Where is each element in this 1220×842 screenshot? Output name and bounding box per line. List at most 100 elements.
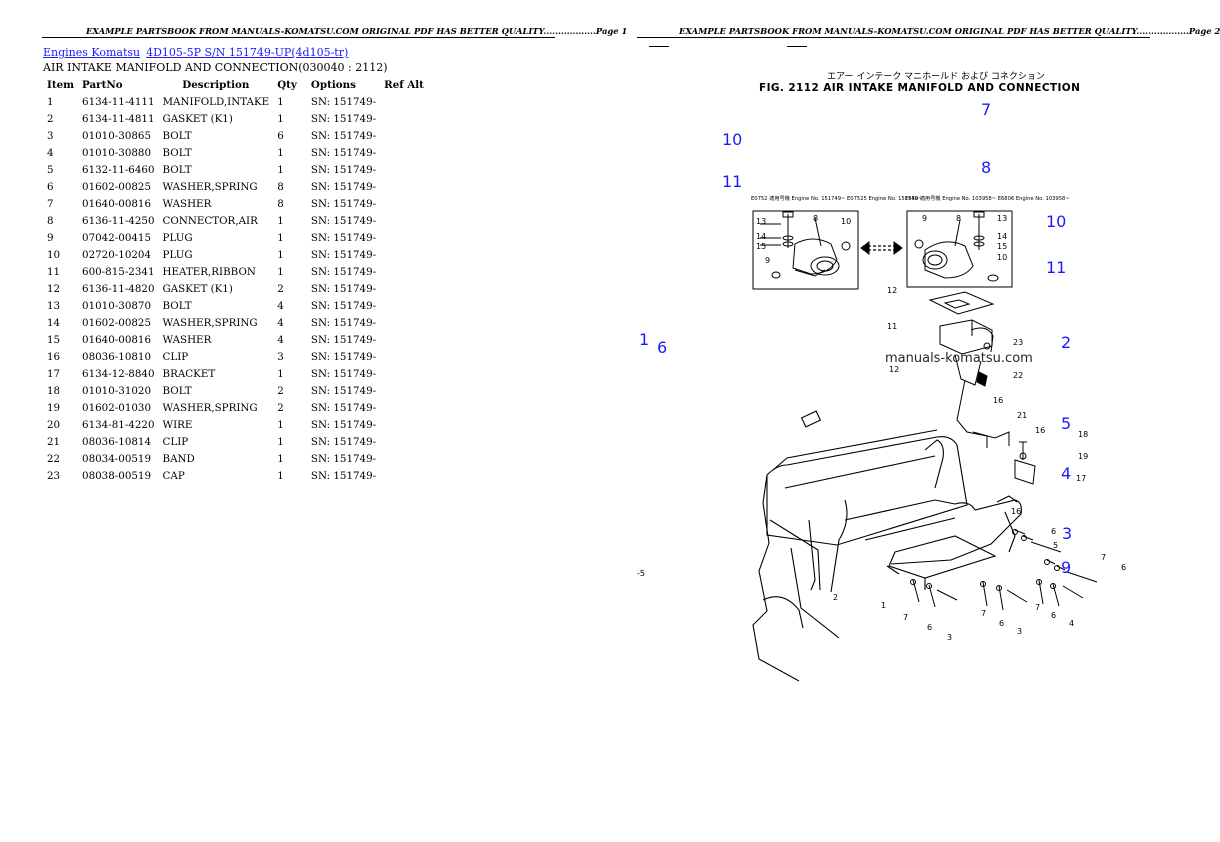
bolts: [910, 529, 1098, 611]
part-label: 6: [1051, 611, 1056, 620]
description-cell: BRACKET: [162, 367, 216, 380]
options-cell: SN: 151749-: [310, 214, 377, 227]
engine-block: [752, 410, 1022, 682]
ref-alt-cell: [380, 280, 428, 297]
part-label: 13: [997, 214, 1007, 223]
options-cell: SN: 151749-: [310, 435, 377, 448]
qty-cell: 1: [277, 435, 284, 448]
description-cell: CONNECTOR,AIR: [162, 214, 258, 227]
description-cell: WIRE: [162, 418, 193, 431]
description-cell: WASHER: [162, 333, 212, 346]
column-header: Item: [47, 78, 75, 91]
part-label: 8: [956, 214, 961, 223]
description-cell: PLUG: [162, 231, 193, 244]
part-number-cell: 6136-11-4820: [82, 282, 155, 295]
part-number-cell: 01010-30865: [82, 129, 152, 142]
callout-number: 3: [1062, 524, 1073, 543]
qty-cell: 1: [277, 367, 284, 380]
ref-alt-cell: [380, 314, 428, 331]
ref-alt-cell: [380, 399, 428, 416]
part-label: 15: [997, 242, 1007, 251]
options-cell: SN: 151749-: [310, 350, 377, 363]
item-cell: 23: [47, 469, 61, 482]
watermark: manuals-komatsu.com: [885, 351, 1033, 366]
part-label: 16: [1035, 426, 1045, 435]
ref-alt-cell: [380, 110, 428, 127]
qty-cell: 2: [277, 401, 284, 414]
part-label: 8: [813, 214, 818, 223]
divider: [649, 46, 669, 47]
column-header: PartNo: [82, 78, 123, 91]
part-number-cell: 01602-00825: [82, 180, 152, 193]
item-cell: 4: [47, 146, 54, 159]
part-label: 2: [833, 593, 838, 602]
item-cell: 13: [47, 299, 61, 312]
ref-alt-cell: [380, 331, 428, 348]
ref-alt-cell: [380, 229, 428, 246]
inset-left: [752, 210, 859, 290]
description-cell: BOLT: [162, 129, 192, 142]
ref-alt-cell: [380, 382, 428, 399]
breadcrumb-link-engines[interactable]: Engines Komatsu: [43, 46, 141, 59]
description-cell: WASHER,SPRING: [162, 180, 258, 193]
breadcrumb: Engines Komatsu 4D105-5P S/N 151749-UP(4d…: [43, 46, 348, 59]
description-cell: CLIP: [162, 435, 189, 448]
options-cell: SN: 151749-: [310, 384, 377, 397]
options-cell: SN: 151749-: [310, 316, 377, 329]
callout-number: 10: [722, 130, 743, 149]
part-label: 16: [993, 396, 1003, 405]
description-cell: CAP: [162, 469, 185, 482]
part-number-cell: 6134-12-8840: [82, 367, 155, 380]
ref-alt-cell: [380, 263, 428, 280]
qty-cell: 4: [277, 299, 284, 312]
part-number-cell: 600-815-2341: [82, 265, 155, 278]
part-label: 3: [1017, 627, 1022, 636]
part-label: 15: [756, 242, 766, 251]
part-label: 10: [841, 217, 851, 226]
figure-title-japanese: エアー インテーク マニホールド および コネクション: [827, 71, 1045, 82]
exploded-parts-diagram: エアー インテーク マニホールド および コネクション FIG. 2112 AI…: [751, 71, 1126, 682]
column-header: Description: [182, 78, 250, 91]
description-cell: BAND: [162, 452, 195, 465]
part-label: 6: [1121, 563, 1126, 572]
parts-table: Item PartNo Description Qty Options Ref …: [43, 76, 428, 484]
item-cell: 1: [47, 95, 54, 108]
options-cell: SN: 151749-: [310, 418, 377, 431]
options-cell: SN: 151749-: [310, 248, 377, 261]
item-cell: 15: [47, 333, 61, 346]
qty-cell: 1: [277, 469, 284, 482]
qty-cell: 1: [277, 163, 284, 176]
part-number-cell: 01640-00816: [82, 333, 152, 346]
item-cell: 20: [47, 418, 61, 431]
item-cell: 17: [47, 367, 61, 380]
description-cell: HEATER,RIBBON: [162, 265, 256, 278]
description-cell: PLUG: [162, 248, 193, 261]
description-cell: BOLT: [162, 146, 192, 159]
qty-cell: 1: [277, 214, 284, 227]
callout-number: 10: [1046, 212, 1067, 231]
description-cell: GASKET (K1): [162, 282, 233, 295]
qty-cell: 1: [277, 418, 284, 431]
part-label: 18: [1078, 430, 1088, 439]
part-label: 7: [1101, 553, 1106, 562]
item-cell: 9: [47, 231, 54, 244]
part-label: 7: [1035, 603, 1040, 612]
table-header-row: Item PartNo Description Qty Options Ref …: [43, 76, 428, 93]
part-label: 10: [997, 253, 1007, 262]
breadcrumb-link-model[interactable]: 4D105-5P S/N 151749-UP(4d105-tr): [146, 46, 349, 59]
divider: [787, 46, 807, 47]
qty-cell: 3: [277, 350, 284, 363]
inset-right: [906, 210, 1013, 288]
inset-note: E0752 適用号機 Engine No. 151749~ E07525 Eng…: [751, 194, 922, 202]
ref-alt-cell: [380, 93, 428, 110]
